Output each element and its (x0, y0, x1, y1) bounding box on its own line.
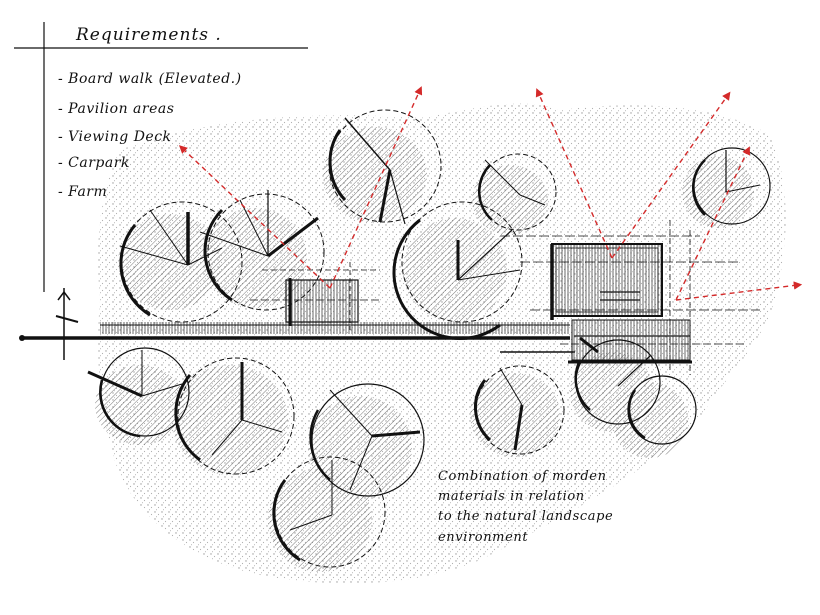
annotation-line-1: Combination of morden (438, 469, 607, 484)
tree-symbol-icon (119, 201, 243, 323)
tree-symbol-icon (328, 109, 442, 225)
tree-symbol-icon (574, 339, 661, 425)
tree-symbol-icon (309, 383, 425, 497)
tree-symbol-icon (87, 347, 190, 438)
tree-symbol-icon (477, 153, 557, 231)
tree-symbol-icon (199, 190, 325, 311)
annotation-line-3: to the natural landscape (438, 509, 613, 524)
annotation-line-4: environment (438, 530, 528, 545)
requirement-item-viewing-deck: - Viewing Deck (58, 129, 172, 145)
viewing-deck-structure (500, 220, 760, 375)
requirement-item-pavilion: - Pavilion areas (58, 101, 174, 117)
tree-symbol-icon (174, 357, 295, 475)
tree-symbol-icon (627, 375, 697, 445)
requirement-item-carpark: - Carpark (58, 155, 130, 171)
pavilion-structure (250, 262, 380, 330)
tree-symbol-icon (691, 147, 771, 225)
boardwalk-path (19, 322, 575, 353)
requirement-item-boardwalk: - Board walk (Elevated.) (58, 71, 242, 87)
tree-symbol-icon (474, 365, 565, 455)
north-marker-icon (55, 288, 79, 360)
requirement-item-farm: - Farm (58, 184, 107, 200)
view-arrow-icon (178, 86, 803, 301)
annotation-line-2: materials in relation (438, 489, 585, 504)
tree-symbol-icon (272, 456, 386, 568)
tree-symbol-icon (392, 201, 523, 340)
requirements-title: Requirements . (75, 25, 222, 45)
